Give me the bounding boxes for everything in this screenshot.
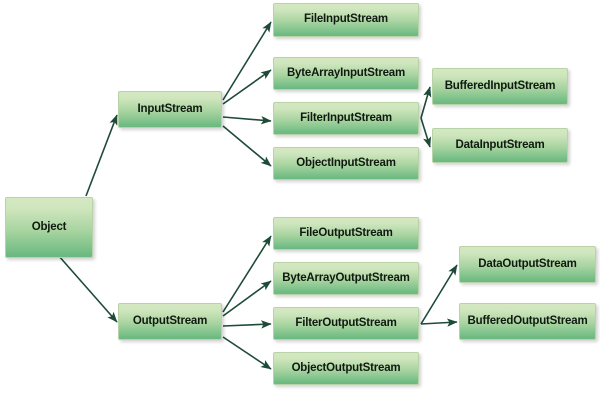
node-label-buffered-output-stream: BufferedOutputStream	[467, 314, 588, 327]
edge-filter-output-stream-to-buffered-output-stream	[420, 318, 458, 327]
edge-filter-output-stream-to-data-output-stream	[420, 264, 458, 325]
edge-input-stream-to-byte-array-input-stream	[222, 69, 272, 105]
node-file-output-stream[interactable]: FileOutputStream	[273, 217, 419, 250]
node-label-input-stream: InputStream	[137, 102, 203, 115]
node-label-file-input-stream: FileInputStream	[304, 13, 388, 26]
node-label-filter-output-stream: FilterOutputStream	[295, 316, 397, 329]
node-label-file-output-stream: FileOutputStream	[299, 226, 393, 239]
edge-object-to-output-stream	[57, 254, 118, 323]
node-label-filter-input-stream: FilterInputStream	[300, 111, 392, 124]
node-byte-array-output-stream[interactable]: ByteArrayOutputStream	[273, 262, 419, 295]
node-filter-output-stream[interactable]: FilterOutputStream	[273, 307, 419, 340]
node-object[interactable]: Object	[5, 197, 93, 258]
node-label-byte-array-input-stream: ByteArrayInputStream	[286, 66, 406, 79]
edge-output-stream-to-filter-output-stream	[222, 320, 272, 329]
edge-object-to-input-stream	[85, 114, 118, 197]
edge-input-stream-to-file-input-stream	[222, 21, 272, 101]
edge-output-stream-to-object-output-stream	[222, 336, 272, 370]
node-label-object-input-stream: ObjectInputStream	[296, 156, 396, 169]
node-filter-input-stream[interactable]: FilterInputStream	[273, 102, 419, 135]
node-data-output-stream[interactable]: DataOutputStream	[459, 246, 596, 283]
node-input-stream[interactable]: InputStream	[118, 91, 222, 128]
node-label-data-output-stream: DataOutputStream	[478, 257, 577, 270]
node-label-byte-array-output-stream: ByteArrayOutputStream	[282, 271, 410, 284]
node-label-object-output-stream: ObjectOutputStream	[291, 361, 401, 374]
node-object-output-stream[interactable]: ObjectOutputStream	[273, 352, 419, 385]
node-output-stream[interactable]: OutputStream	[118, 303, 222, 340]
node-label-object: Object	[31, 220, 67, 233]
edge-output-stream-to-file-output-stream	[222, 235, 272, 313]
node-label-data-input-stream: DataInputStream	[455, 138, 545, 151]
node-data-input-stream[interactable]: DataInputStream	[432, 128, 568, 163]
node-label-output-stream: OutputStream	[132, 314, 208, 327]
node-byte-array-input-stream[interactable]: ByteArrayInputStream	[273, 57, 419, 90]
node-file-input-stream[interactable]: FileInputStream	[273, 3, 419, 37]
node-buffered-output-stream[interactable]: BufferedOutputStream	[459, 303, 596, 340]
edge-filter-input-stream-to-data-input-stream	[420, 117, 432, 148]
node-label-buffered-input-stream: BufferedInputStream	[444, 79, 556, 92]
edge-input-stream-to-filter-input-stream	[222, 116, 272, 125]
edge-output-stream-to-byte-array-output-stream	[222, 280, 272, 317]
node-buffered-input-stream[interactable]: BufferedInputStream	[432, 68, 568, 105]
edge-input-stream-to-object-input-stream	[222, 125, 272, 167]
node-object-input-stream[interactable]: ObjectInputStream	[273, 147, 419, 180]
edge-filter-input-stream-to-buffered-input-stream	[420, 86, 432, 119]
